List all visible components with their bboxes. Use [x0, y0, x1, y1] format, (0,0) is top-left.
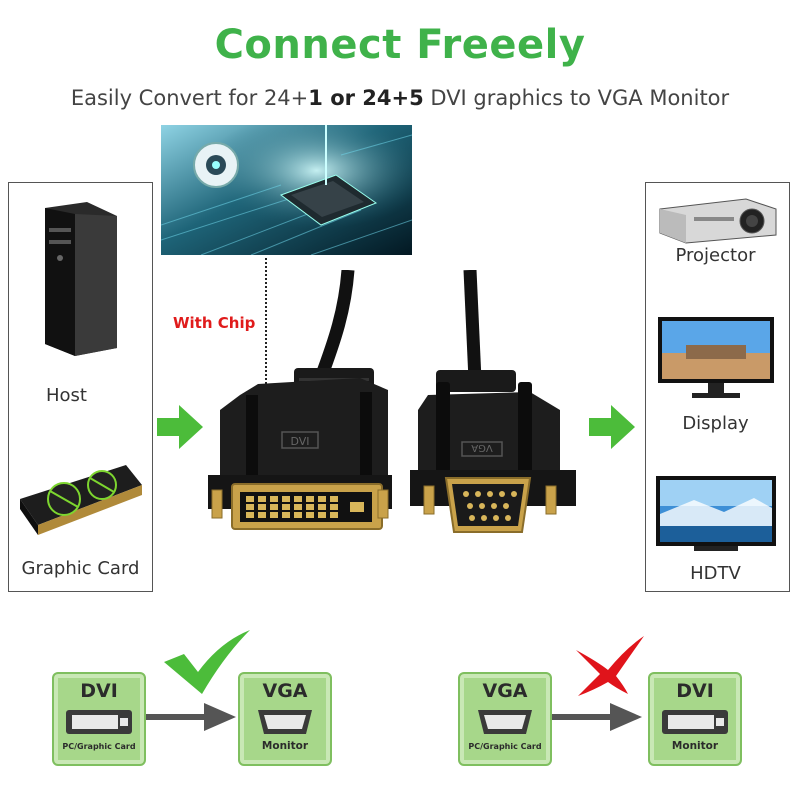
page-title: Connect Freeely [214, 22, 586, 68]
dvi-source-badge: DVI PC/Graphic Card [52, 672, 146, 766]
dvi-port-icon [66, 710, 132, 734]
vga-plug-label: VGA [461, 441, 503, 457]
arrow-right-icon [589, 405, 635, 449]
arrow-right-icon [552, 700, 642, 734]
subtitle-pre: Easily Convert for 24+ [70, 86, 309, 110]
monitor-icon [656, 315, 776, 400]
svg-text:VGA: VGA [471, 442, 493, 453]
projector-label: Projector [675, 245, 756, 266]
chip-connector-line [265, 258, 267, 396]
projector-icon [656, 195, 780, 245]
dvi-vga-cable-image: DVI VGA [200, 269, 590, 540]
check-mark-icon [158, 628, 254, 698]
graphics-card-icon [14, 461, 146, 541]
dvi-port-icon [662, 710, 728, 734]
with-chip-label: With Chip [173, 314, 256, 332]
arrow-right-icon [146, 700, 236, 734]
hdtv-label: HDTV [690, 563, 741, 584]
vga-port-icon [478, 710, 532, 734]
page-subtitle: Easily Convert for 24+1 or 24+5 DVI grap… [0, 86, 800, 110]
display-devices-panel: Projector Display HDTV [645, 182, 790, 592]
vga-monitor-badge: VGA Monitor [238, 672, 332, 766]
host-label: Host [46, 385, 87, 406]
pc-tower-icon [35, 198, 125, 358]
svg-text:DVI: DVI [290, 435, 309, 448]
dvi-plug-label: DVI [281, 431, 319, 449]
display-label: Display [682, 413, 749, 434]
vga-source-badge: VGA PC/Graphic Card [458, 672, 552, 766]
subtitle-post: DVI graphics to VGA Monitor [423, 86, 730, 110]
graphic-card-label: Graphic Card [21, 558, 140, 579]
subtitle-bold: 1 or 24+5 [308, 86, 424, 110]
source-devices-panel: Host Graphic Card [8, 182, 153, 592]
chip-image [160, 125, 413, 256]
cross-mark-icon [568, 632, 648, 698]
vga-port-icon [258, 710, 312, 734]
tv-icon [654, 474, 778, 554]
arrow-right-icon [157, 405, 203, 449]
dvi-monitor-badge: DVI Monitor [648, 672, 742, 766]
